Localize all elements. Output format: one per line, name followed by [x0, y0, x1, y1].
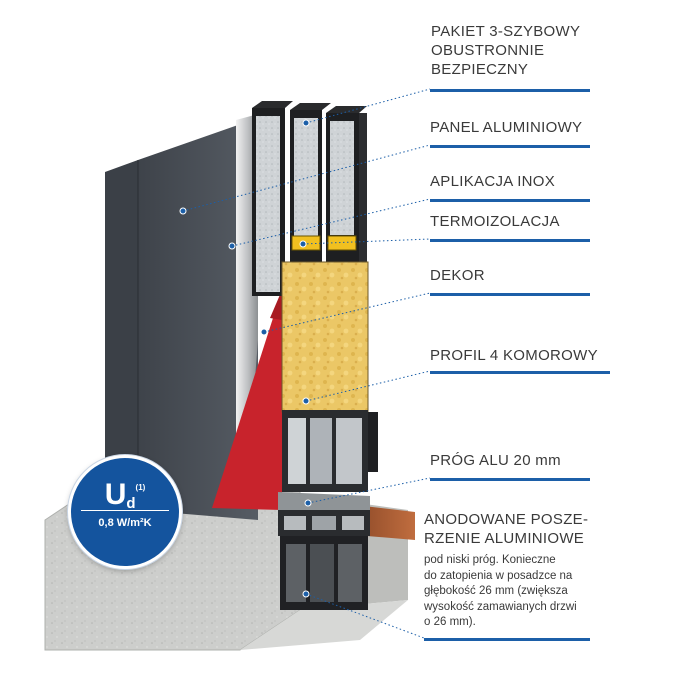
- label-glass-line-1: PAKIET 3-SZYBOWY: [431, 23, 581, 40]
- rule-sill: [430, 478, 590, 481]
- label-inox: APLIKACJA INOX: [430, 173, 556, 190]
- rule-decor: [430, 293, 590, 296]
- label-sill: PRÓG ALU 20 mm: [430, 452, 561, 469]
- desc-line-4: wysokość zamawianych drzwi: [424, 600, 577, 613]
- rule-inox: [430, 199, 590, 202]
- leader-dots: [179, 119, 312, 598]
- leader-lines: [182, 88, 431, 639]
- label-glass-packet: PAKIET 3-SZYBOWY OBUSTRONNIE BEZPIECZNY: [431, 22, 580, 79]
- rule-panel: [430, 145, 590, 148]
- label-glass-line-2: OBUSTRONNIE: [431, 42, 545, 59]
- red-decor: [212, 290, 282, 510]
- label-anodized: ANODOWANE POSZE- RZENIE ALUMINIOWE: [424, 510, 588, 548]
- label-thermo: TERMOIZOLACJA: [430, 213, 560, 230]
- label-panel: PANEL ALUMINIOWY: [430, 119, 583, 136]
- label-anodized-line-1: ANODOWANE POSZE-: [424, 511, 589, 528]
- label-anodized-line-2: RZENIE ALUMINIOWE: [424, 530, 585, 547]
- threshold-profile: [278, 492, 370, 536]
- u-value-badge: Ud(1) 0,8 W/m²K: [68, 455, 182, 569]
- label-profile: PROFIL 4 KOMOROWY: [430, 347, 598, 364]
- anodised-extension: [280, 536, 368, 610]
- desc-line-1: pod niski próg. Konieczne: [424, 554, 556, 566]
- desc-line-2: do zatopienia w posadzce na: [424, 569, 573, 582]
- rule-profile: [430, 371, 610, 374]
- badge-divider: [81, 510, 169, 511]
- label-glass-line-3: BEZPIECZNY: [431, 61, 529, 78]
- insulation-foam: [282, 262, 368, 412]
- rule-thermo: [430, 239, 590, 242]
- anodized-description: pod niski próg. Konieczne do zatopienia …: [424, 553, 577, 631]
- u-value-text: 0,8 W/m²K: [98, 517, 152, 529]
- desc-line-5: o 26 mm).: [424, 616, 476, 628]
- rule-glass: [430, 89, 590, 92]
- aluminium-door-panel: [105, 118, 258, 520]
- u-value-symbol: Ud(1): [104, 478, 146, 513]
- triple-glazing: [252, 101, 367, 296]
- rule-anodized: [424, 638, 590, 641]
- desc-line-3: głębokość 26 mm (zwiększa: [424, 585, 568, 597]
- label-decor: DEKOR: [430, 267, 485, 284]
- aluminium-profile: [282, 410, 378, 492]
